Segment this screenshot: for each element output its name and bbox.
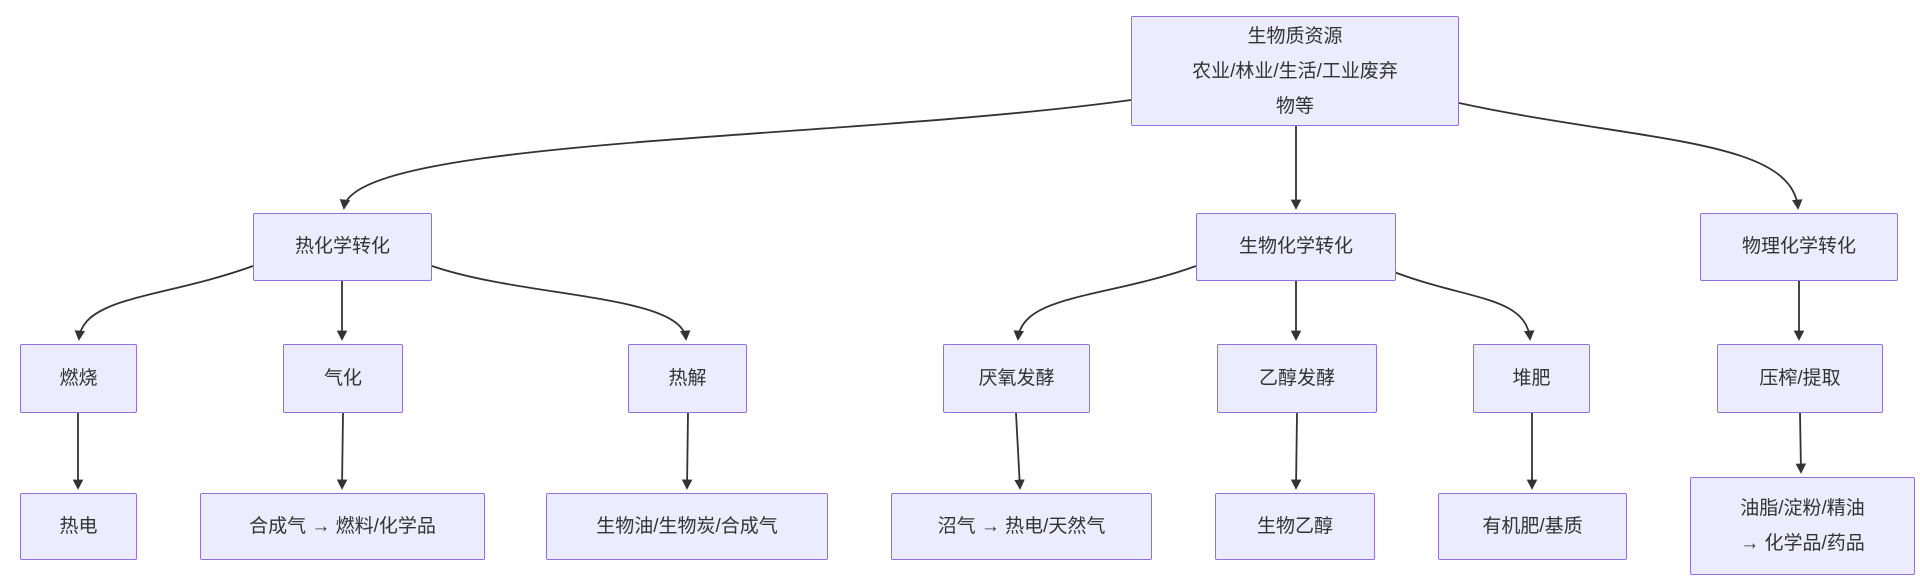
node-anaerobic-label: 厌氧发酵 xyxy=(978,367,1055,389)
node-anaerobic-digestion: 厌氧发酵 xyxy=(943,344,1090,413)
node-biomass-line2: 农业/林业/生活/工业废弃 xyxy=(1192,60,1398,82)
edge-biomass-thermochemical xyxy=(339,99,1132,210)
edge-biomass-physicochemical xyxy=(1458,102,1803,210)
edge-thermochemical-pyrolysis xyxy=(431,265,691,341)
edge-pressing-oils xyxy=(1795,412,1807,474)
node-composting-label: 堆肥 xyxy=(1512,367,1551,389)
node-thermochemical-label: 热化学转化 xyxy=(294,236,390,258)
node-biogas-heat-gas: 沼气 → 热电/天然气 xyxy=(891,493,1152,560)
node-heat-power-label: 热电 xyxy=(59,515,98,537)
node-syngas-fuels: 合成气 → 燃料/化学品 xyxy=(200,493,485,560)
node-biooil-char-syngas: 生物油/生物炭/合成气 xyxy=(546,493,828,560)
node-biomass-line1: 生物质资源 xyxy=(1247,25,1343,47)
node-pyrolysis: 热解 xyxy=(628,344,747,413)
edge-anaerobic-biogas xyxy=(1014,412,1025,490)
node-gasification: 气化 xyxy=(283,344,403,413)
node-combustion: 燃烧 xyxy=(20,344,137,413)
node-physicochemical-label: 物理化学转化 xyxy=(1741,236,1856,258)
node-organic-fertilizer-label: 有机肥/基质 xyxy=(1482,515,1583,537)
node-organic-fertilizer: 有机肥/基质 xyxy=(1438,493,1627,560)
node-biochemical-conversion: 生物化学转化 xyxy=(1196,213,1396,281)
node-gasification-label: 气化 xyxy=(323,367,362,389)
node-bioethanol-label: 生物乙醇 xyxy=(1256,515,1333,537)
edge-thermochemical-combustion xyxy=(74,265,254,341)
node-physicochemical-conversion: 物理化学转化 xyxy=(1700,213,1898,281)
node-ethanol-fermentation: 乙醇发酵 xyxy=(1217,344,1377,413)
node-composting: 堆肥 xyxy=(1473,344,1590,413)
edge-gasification-syngas xyxy=(336,412,348,490)
node-pressing-label: 压榨/提取 xyxy=(1759,367,1841,389)
node-biogas-label: 沼气 → 热电/天然气 xyxy=(937,515,1106,537)
edge-biochemical-composting xyxy=(1393,271,1535,341)
edge-pyrolysis-biooil xyxy=(681,412,693,490)
node-oils-line1: 油脂/淀粉/精油 xyxy=(1740,498,1865,519)
edge-biochemical-anaerobic xyxy=(1013,265,1197,341)
node-bioethanol: 生物乙醇 xyxy=(1215,493,1375,560)
node-combustion-label: 燃烧 xyxy=(59,367,98,389)
node-oils-chemicals: 油脂/淀粉/精油 → 化学品/药品 xyxy=(1690,477,1915,575)
node-oils-line2: → 化学品/药品 xyxy=(1740,533,1865,554)
edge-ethanol-bioethanol xyxy=(1290,412,1302,490)
node-pressing-extraction: 压榨/提取 xyxy=(1717,344,1883,413)
node-syngas-fuels-label: 合成气 → 燃料/化学品 xyxy=(249,515,436,537)
node-pyrolysis-label: 热解 xyxy=(668,367,707,389)
node-biooil-label: 生物油/生物炭/合成气 xyxy=(596,515,778,537)
node-biochemical-label: 生物化学转化 xyxy=(1238,236,1353,258)
node-ethanol-label: 乙醇发酵 xyxy=(1258,367,1335,389)
node-biomass-line3: 物等 xyxy=(1275,95,1314,117)
node-thermochemical-conversion: 热化学转化 xyxy=(253,213,432,281)
node-heat-power: 热电 xyxy=(20,493,137,560)
node-biomass-resources: 生物质资源 农业/林业/生活/工业废弃 物等 xyxy=(1131,16,1459,126)
